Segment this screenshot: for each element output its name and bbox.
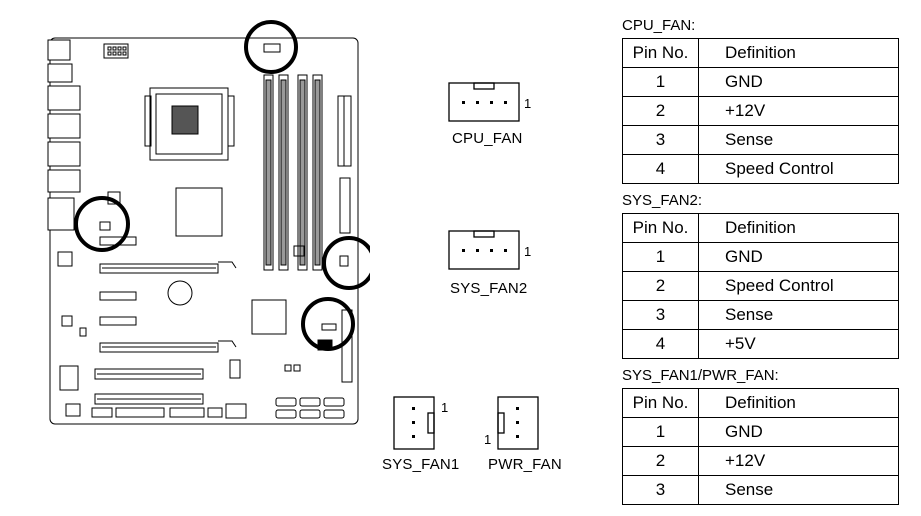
table-row: 2 Speed Control — [622, 271, 899, 301]
pin-definition-cell: Speed Control — [698, 271, 899, 301]
pcie-x1-slot — [99, 291, 137, 301]
table-header-row: Pin No. Definition — [622, 388, 899, 418]
sys-fan2-pin-table: Pin No. Definition 1 GND 2 Speed Control… — [622, 213, 899, 359]
sys-fan1-pwr-fan-table-caption: SYS_FAN1/PWR_FAN: — [622, 367, 779, 384]
pwr-fan-header-board — [321, 323, 337, 331]
rear-io-ps2 — [47, 39, 71, 61]
cpu-fan-label: CPU_FAN — [452, 130, 523, 147]
cpu-fan-header-board — [263, 43, 281, 53]
table-header-cell: Pin No. — [622, 213, 699, 243]
pin-number-cell: 4 — [622, 329, 699, 359]
dimm-slot-4 — [312, 74, 323, 271]
sys-fan2-connector-drawing — [448, 230, 520, 270]
sys-fan2-pin1-marker: 1 — [524, 244, 532, 259]
table-row: 1 GND — [622, 67, 899, 97]
pin-number-cell: 2 — [622, 271, 699, 301]
pin-definition-cell: Sense — [698, 475, 899, 505]
pin-definition-cell: GND — [698, 417, 899, 447]
table-header-cell: Pin No. — [622, 38, 699, 68]
pci-slot — [94, 368, 204, 380]
motherboard-diagram — [47, 20, 370, 425]
sys-fan2-header-board — [339, 255, 349, 267]
pin-definition-cell: Speed Control — [698, 154, 899, 184]
table-header-row: Pin No. Definition — [622, 38, 899, 68]
pcie-x16-slot — [99, 342, 219, 353]
highlight-circle-sys-fan2 — [322, 236, 370, 290]
table-header-cell: Definition — [698, 213, 899, 243]
dimm-slot-1 — [263, 74, 274, 271]
pin-definition-cell: +12V — [698, 446, 899, 476]
rear-io-block — [47, 85, 81, 111]
rear-io-block — [47, 63, 73, 83]
sata-port — [275, 397, 297, 407]
sata-port — [275, 409, 297, 419]
cpu-fan-pin1-marker: 1 — [524, 96, 532, 111]
atx-12v-connector — [103, 43, 129, 59]
rear-io-block — [47, 113, 81, 139]
highlight-circle-cpu-fan — [244, 20, 298, 74]
board-outline — [49, 37, 359, 425]
pin-number-cell: 1 — [622, 242, 699, 272]
sys-fan1-header-board — [99, 221, 111, 231]
dimm-slot-3 — [297, 74, 308, 271]
table-row: 3 Sense — [622, 300, 899, 330]
table-header-cell: Pin No. — [622, 388, 699, 418]
pin-number-cell: 4 — [622, 154, 699, 184]
table-row: 1 GND — [622, 417, 899, 447]
sata-port — [323, 397, 345, 407]
pin-number-cell: 3 — [622, 475, 699, 505]
cpu-fan-connector-drawing — [448, 82, 520, 122]
sys-fan2-label: SYS_FAN2 — [450, 280, 528, 297]
pcie-x16-slot — [99, 263, 219, 274]
ide-connector — [339, 177, 351, 234]
cpu-fan-table-caption: CPU_FAN: — [622, 17, 696, 34]
pin-definition-cell: GND — [698, 67, 899, 97]
sys-fan1-connector-drawing — [393, 396, 435, 450]
pwr-fan-connector-drawing — [497, 396, 539, 450]
pin-number-cell: 2 — [622, 96, 699, 126]
pin-definition-cell: +5V — [698, 329, 899, 359]
pin-definition-cell: GND — [698, 242, 899, 272]
table-row: 2 +12V — [622, 446, 899, 476]
table-row: 3 Sense — [622, 125, 899, 155]
pin-number-cell: 3 — [622, 300, 699, 330]
sys-fan1-pin1-marker: 1 — [441, 400, 449, 415]
dimm-slot-2 — [278, 74, 289, 271]
table-row: 2 +12V — [622, 96, 899, 126]
table-row: 3 Sense — [622, 475, 899, 505]
table-row: 1 GND — [622, 242, 899, 272]
pin-number-cell: 3 — [622, 125, 699, 155]
pin-definition-cell: +12V — [698, 96, 899, 126]
pin-number-cell: 2 — [622, 446, 699, 476]
pwr-fan-label: PWR_FAN — [488, 456, 562, 473]
pin-number-cell: 1 — [622, 417, 699, 447]
sys-fan1-label: SYS_FAN1 — [382, 456, 460, 473]
sata-port — [323, 409, 345, 419]
rear-io-audio — [47, 197, 75, 231]
pcie-x1-slot — [99, 316, 137, 326]
rear-io-block — [47, 141, 81, 167]
pin-definition-cell: Sense — [698, 300, 899, 330]
highlight-circle-sys-fan1 — [74, 196, 130, 252]
cpu-fan-pin-table: Pin No. Definition 1 GND 2 +12V 3 Sense … — [622, 38, 899, 184]
northbridge — [175, 187, 223, 237]
pci-slot — [94, 393, 204, 405]
sata-port — [299, 397, 321, 407]
cmos-battery — [167, 280, 193, 306]
table-header-cell: Definition — [698, 38, 899, 68]
sys-fan1-pwr-fan-pin-table: Pin No. Definition 1 GND 2 +12V 3 Sense — [622, 388, 899, 505]
sata-port — [299, 409, 321, 419]
pin-definition-cell: Sense — [698, 125, 899, 155]
table-header-row: Pin No. Definition — [622, 213, 899, 243]
highlight-circle-pwr-fan — [301, 297, 355, 351]
sys-fan2-table-caption: SYS_FAN2: — [622, 192, 703, 209]
table-row: 4 +5V — [622, 329, 899, 359]
pin-number-cell: 1 — [622, 67, 699, 97]
pwr-fan-pin1-marker: 1 — [484, 432, 492, 447]
table-header-cell: Definition — [698, 388, 899, 418]
table-row: 4 Speed Control — [622, 154, 899, 184]
rear-io-block — [47, 169, 81, 193]
